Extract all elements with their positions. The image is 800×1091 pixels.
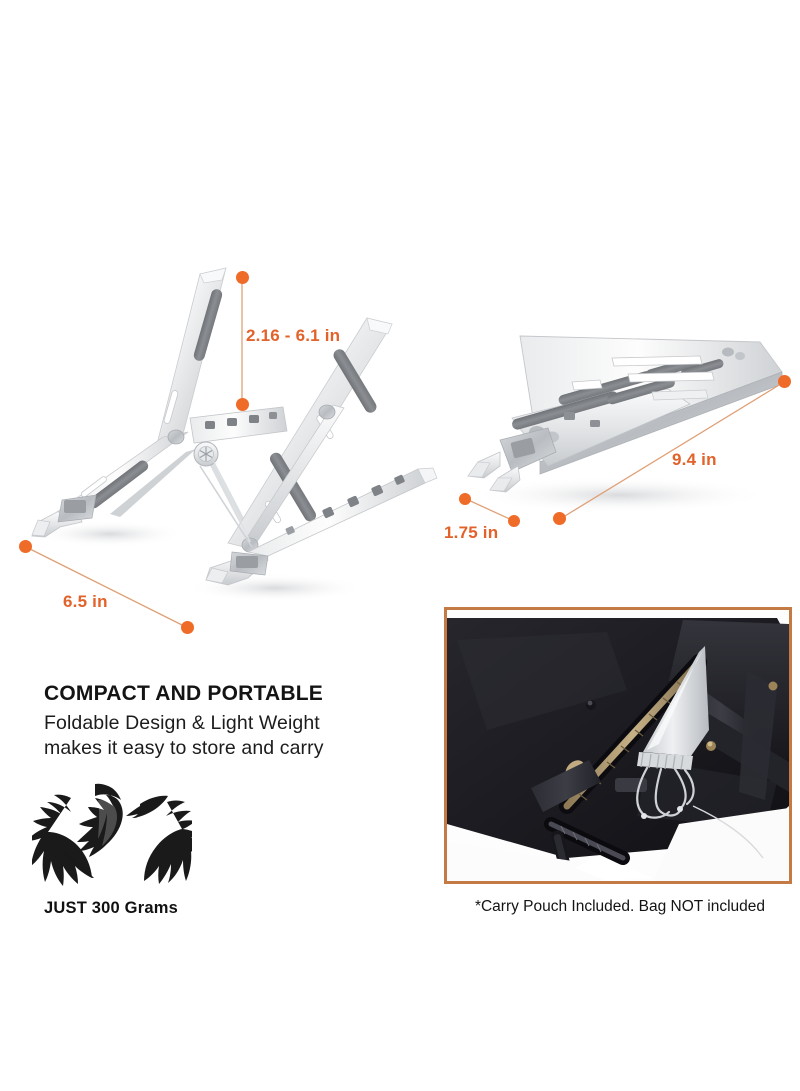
dimension-dot-depth-start	[19, 540, 32, 553]
dimension-dot-depth-end	[181, 621, 194, 634]
dimension-label-height-range: 2.16 - 6.1 in	[246, 326, 341, 345]
carry-pouch-photo-frame	[444, 607, 792, 884]
feature-headline: COMPACT AND PORTABLE	[44, 682, 323, 705]
dimension-dot-thickness-end	[508, 515, 520, 527]
dimension-dot-length-start	[553, 512, 566, 525]
feathers-icon	[32, 783, 192, 886]
weight-badge-label: JUST 300 Grams	[44, 899, 178, 917]
laptop-bag-with-carry-pouch-photo	[447, 610, 789, 881]
dimension-dot-length-end	[778, 375, 791, 388]
feature-description-line-1: Foldable Design & Light Weight	[44, 712, 320, 734]
dimension-dot-height-top	[236, 271, 249, 284]
feature-description-line-2: makes it easy to store and carry	[44, 737, 324, 759]
dimension-dot-thickness-start	[459, 493, 471, 505]
dimension-dot-height-bottom	[236, 398, 249, 411]
folded-stand-illustration	[467, 335, 783, 493]
dimension-label-length: 9.4 in	[672, 450, 717, 469]
dimension-label-thickness: 1.75 in	[444, 523, 499, 542]
dimension-label-depth: 6.5 in	[63, 592, 108, 611]
dimension-leader-lines	[25, 277, 785, 629]
photo-caption: *Carry Pouch Included. Bag NOT included	[474, 898, 766, 915]
